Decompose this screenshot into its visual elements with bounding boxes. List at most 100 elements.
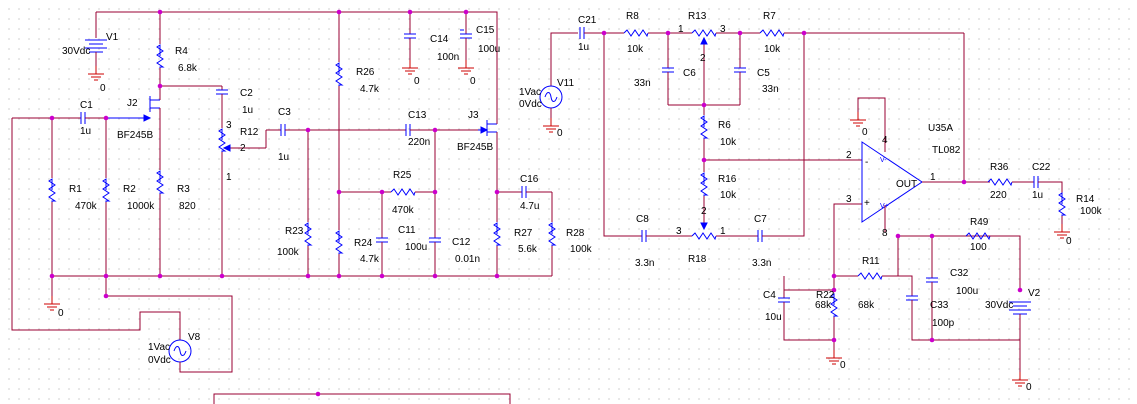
v1-val: 30Vdc	[62, 46, 90, 57]
r11-name: R11	[862, 256, 880, 267]
r36-name: R36	[990, 162, 1009, 173]
c15-gnd: 0	[470, 76, 476, 87]
c12-capacitor	[428, 130, 442, 276]
r26-val: 4.7k	[360, 84, 380, 95]
c32-val: 100u	[956, 286, 978, 297]
r18-pin2: 2	[701, 206, 707, 217]
r3-resistor	[156, 170, 164, 276]
r22-val: 68k	[815, 300, 832, 311]
c2-name: C2	[240, 88, 253, 99]
r14-val: 100k	[1080, 206, 1103, 217]
r8-resistor	[604, 29, 668, 37]
c22-capacitor	[1033, 175, 1063, 194]
r2-val: 1000k	[127, 201, 155, 212]
r27-resistor	[493, 222, 501, 276]
supply-to-j3	[466, 11, 498, 108]
c12-val: 0.01n	[455, 254, 480, 265]
u35-pin8: 8	[882, 228, 888, 239]
r12-potentiometer	[218, 128, 267, 276]
c4-val: 10u	[765, 312, 782, 323]
v11-dc: 0Vdc	[519, 99, 542, 110]
c14-gnd: 0	[414, 76, 420, 87]
v1-battery	[85, 12, 107, 81]
r13-pin3: 3	[720, 24, 726, 35]
c21-name: C21	[578, 15, 597, 26]
r49-resistor	[898, 232, 1021, 290]
r7-resistor	[740, 29, 964, 37]
c11-name: C11	[398, 225, 416, 236]
bottom-wire	[213, 393, 511, 404]
c21-val: 1u	[578, 42, 589, 53]
r18-name: R18	[688, 254, 707, 265]
c1-val: 1u	[80, 126, 91, 137]
u35-opamp	[833, 33, 990, 290]
junctions	[49, 9, 1023, 397]
c14-capacitor	[401, 12, 419, 75]
r2-name: R2	[123, 184, 136, 195]
r12-pin3: 3	[226, 120, 232, 131]
r28-name: R28	[566, 228, 585, 239]
v11-gnd: 0	[557, 128, 563, 139]
u35-model: TL082	[932, 145, 961, 156]
r12-pin2: 2	[240, 143, 246, 154]
r49-val: 100	[970, 242, 987, 253]
c32-name: C32	[950, 268, 969, 279]
r16-val: 10k	[720, 190, 737, 201]
r16-resistor	[700, 160, 708, 231]
c14-val: 100n	[437, 52, 459, 63]
r28-resistor	[548, 222, 556, 276]
u35-pin3: 3	[846, 194, 852, 205]
c5-name: C5	[757, 68, 770, 79]
r8-name: R8	[626, 11, 639, 22]
r13-name: R13	[688, 11, 707, 22]
j3-transistor	[478, 108, 498, 222]
c15-val: 100u	[478, 44, 500, 55]
u35-name: U35A	[928, 123, 953, 134]
r12-pin1: 1	[226, 172, 232, 183]
c2-capacitor	[160, 85, 229, 128]
r3-val: 820	[179, 201, 196, 212]
c8-val: 3.3n	[635, 258, 654, 269]
r6-val: 10k	[720, 137, 737, 148]
v2-battery	[1009, 301, 1031, 387]
r13-pin1: 1	[678, 24, 684, 35]
v11-ac: 1Vac	[519, 87, 541, 98]
c3-name: C3	[278, 107, 291, 118]
v11-source	[539, 32, 578, 133]
r1-name: R1	[69, 184, 82, 195]
r23-name: R23	[285, 226, 304, 237]
c12-name: C12	[452, 237, 471, 248]
v8-source	[11, 118, 233, 373]
r4-name: R4	[175, 46, 188, 57]
c15-name: C15	[476, 25, 495, 36]
r14-resistor	[1053, 192, 1071, 239]
c16-name: C16	[520, 174, 539, 185]
r36-resistor	[987, 178, 1034, 186]
c11-val: 100u	[405, 242, 427, 253]
r18-potentiometer	[691, 232, 717, 240]
r7-name: R7	[763, 11, 776, 22]
r13-potentiometer	[668, 29, 740, 105]
r12-name: R12	[240, 127, 259, 138]
r4-val: 6.8k	[178, 63, 198, 74]
c8-name: C8	[636, 214, 649, 225]
r24-name: R24	[354, 238, 373, 249]
r23-val: 100k	[277, 247, 300, 258]
v2-val: 30Vdc	[985, 300, 1013, 311]
c33-capacitor	[898, 275, 1020, 341]
r11-val: 68k	[858, 300, 875, 311]
j3-model: BF245B	[457, 142, 493, 153]
u35-minus: -	[865, 157, 868, 168]
u35-vpos: V+	[880, 203, 889, 210]
u35-pin4: 4	[882, 135, 888, 146]
r14-name: R14	[1076, 194, 1095, 205]
r27-val: 5.6k	[518, 244, 538, 255]
v2-gnd: 0	[1026, 382, 1032, 393]
r27-name: R27	[514, 228, 533, 239]
r22-gnd: 0	[840, 360, 846, 371]
c13-name: C13	[408, 110, 427, 121]
c3-val: 1u	[278, 152, 289, 163]
c4-capacitor	[777, 290, 834, 341]
